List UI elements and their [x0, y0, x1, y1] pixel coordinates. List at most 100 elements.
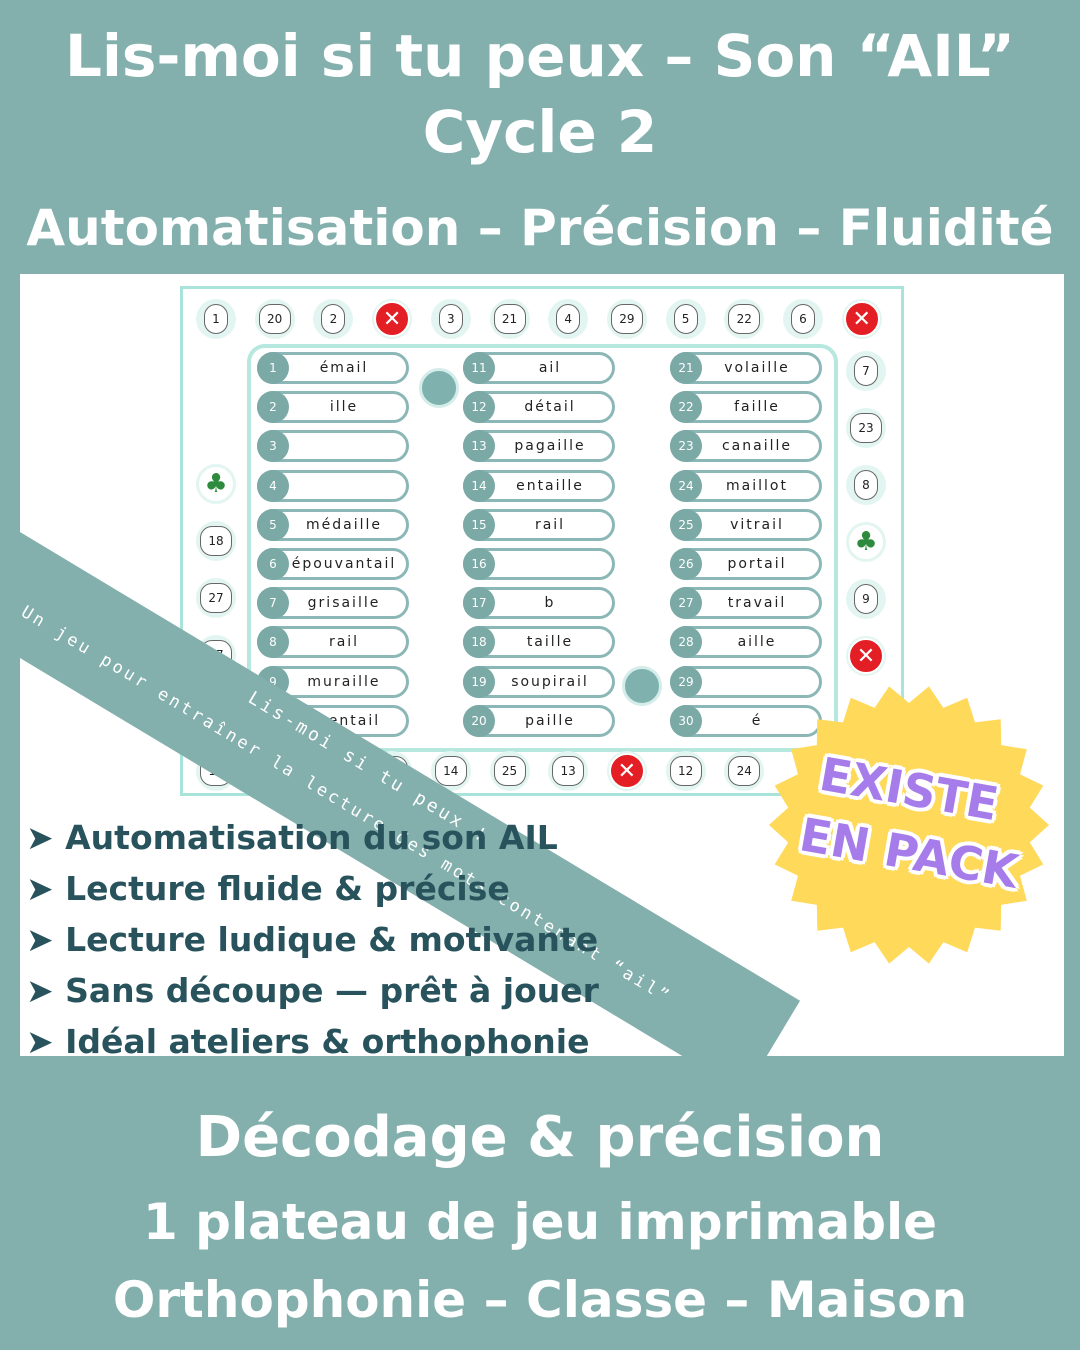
board-cell: 27 [196, 578, 236, 618]
word-label: soupirail [511, 673, 589, 690]
word-label: b [544, 595, 556, 612]
word-label: faille [734, 399, 780, 416]
word-number: 4 [257, 469, 289, 502]
word-label: paille [525, 712, 575, 729]
board-cell: 18 [196, 521, 236, 561]
subtitle: Automatisation – Précision – Fluidité [26, 199, 1054, 257]
word-item: 1 émail [257, 352, 409, 384]
clover-icon: ♣ [196, 464, 236, 504]
feature-item: ➤ Automatisation du son AIL [26, 818, 558, 857]
logo-icon [622, 666, 662, 706]
word-number: 2 [257, 391, 289, 424]
word-label: volaille [724, 360, 790, 376]
cross-icon: ✕ [846, 636, 886, 676]
board-cell: 24 [724, 751, 765, 791]
cross-icon: ✕ [606, 751, 647, 791]
word-item: 25 vitrail [670, 508, 822, 541]
word-item: 4 [257, 469, 409, 502]
word-label: émail [319, 360, 369, 376]
cross-icon: ✕ [372, 299, 413, 339]
word-item: 2 ille [257, 391, 409, 424]
title-line-1: Lis-moi si tu peux – Son “AIL” [65, 22, 1015, 90]
pack-badge: EXISTE EN PACK [764, 680, 1054, 970]
word-item: 17 b [463, 587, 615, 620]
word-label [494, 551, 606, 577]
word-label: médaille [306, 516, 382, 533]
word-number: 26 [670, 548, 702, 580]
board-cell: 2 [313, 299, 354, 339]
word-label: rail [534, 516, 566, 533]
word-label: travail [727, 595, 787, 612]
word-item: 16 [463, 548, 615, 580]
word-label: vitrail [730, 516, 784, 533]
word-item: 26 portail [670, 548, 822, 580]
word-number: 18 [463, 626, 495, 659]
word-number: 28 [670, 626, 702, 659]
word-label [288, 473, 400, 499]
word-number: 6 [257, 548, 289, 580]
word-item: 5 médaille [257, 508, 409, 541]
word-number: 17 [463, 587, 495, 620]
word-label: ille [329, 399, 359, 416]
word-item: 14 entaille [463, 469, 615, 502]
board-cell: 5 [665, 299, 706, 339]
board-cell: 7 [846, 351, 886, 391]
title-line-2: Cycle 2 [422, 98, 658, 166]
word-number: 15 [463, 508, 495, 541]
board-cell: 9 [846, 579, 886, 619]
board-cell: 4 [548, 299, 589, 339]
board-cell: 13 [548, 751, 589, 791]
word-label: détail [524, 399, 576, 416]
word-number: 7 [257, 587, 289, 620]
clover-icon: ♣ [846, 522, 886, 562]
cross-icon: ✕ [841, 299, 882, 339]
feature-item: ➤ Sans découpe — prêt à jouer [26, 971, 599, 1010]
board-cell: 20 [254, 299, 295, 339]
word-number: 1 [257, 352, 289, 384]
board-cell: 3 [430, 299, 471, 339]
board-cell: 29 [606, 299, 647, 339]
word-number: 27 [670, 587, 702, 620]
word-number: 25 [670, 508, 702, 541]
word-number: 16 [463, 548, 495, 580]
word-label: maillot [726, 477, 788, 494]
feature-item: ➤ Lecture ludique & motivante [26, 920, 599, 959]
word-item: 3 [257, 430, 409, 463]
board-cell: 6 [783, 299, 823, 339]
word-label: entaille [516, 477, 584, 494]
word-label: rail [328, 634, 360, 651]
word-number: 14 [463, 469, 495, 502]
word-number: 12 [463, 391, 495, 424]
word-item: 24 maillot [670, 469, 822, 502]
word-number: 5 [257, 508, 289, 541]
word-label: canaille [721, 438, 792, 455]
word-label: pagaille [514, 438, 586, 455]
word-label: muraille [307, 673, 381, 690]
word-number: 30 [670, 704, 702, 737]
word-label [288, 433, 400, 459]
board-cell: 12 [665, 751, 706, 791]
feature-list: ➤ Automatisation du son AIL ➤ Lecture fl… [26, 812, 599, 1056]
board-cell: 21 [489, 299, 530, 339]
word-label: portail [727, 556, 787, 572]
word-number: 24 [670, 469, 702, 502]
footer-line-1: Décodage & précision [195, 1105, 885, 1170]
board-cell: 1 [196, 299, 236, 339]
starburst-icon [769, 686, 1049, 964]
word-number: 29 [670, 665, 702, 698]
board-cell: 23 [846, 408, 886, 448]
